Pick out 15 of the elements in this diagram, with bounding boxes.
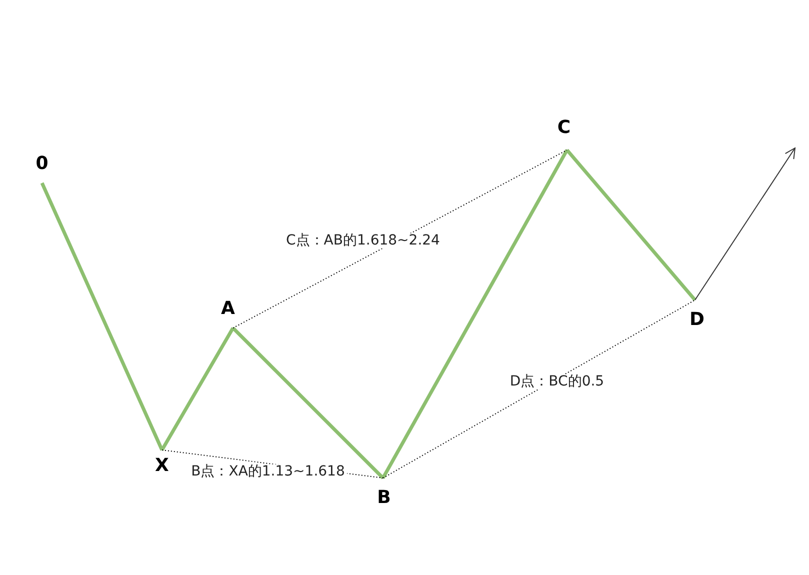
point-label: X (155, 457, 169, 475)
point-label: D (690, 311, 704, 329)
arrow (694, 148, 796, 300)
point-label: 0 (36, 155, 48, 173)
wave-line (160, 327, 235, 451)
wave-line (232, 326, 384, 480)
edge-label: C点：AB的1.618~2.24 (284, 233, 442, 249)
projection-line (382, 300, 696, 478)
wave-line (381, 149, 569, 479)
point-label: B (377, 489, 391, 507)
point-label: A (221, 300, 235, 318)
wave-line (40, 182, 164, 451)
projection-line (232, 150, 568, 328)
point-label: C (557, 119, 571, 137)
wave-line (566, 148, 696, 302)
